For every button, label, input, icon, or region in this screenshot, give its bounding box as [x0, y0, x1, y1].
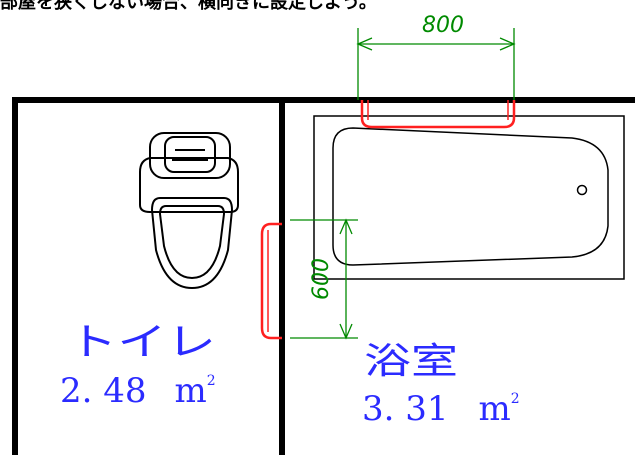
walls: [12, 97, 635, 455]
toilet-area-value: 2. 48: [60, 371, 147, 411]
toilet-lid-detail: [172, 149, 208, 161]
bath-area-exp: 2: [511, 391, 520, 407]
handrails: [260, 100, 516, 340]
bathtub-outer: [313, 115, 625, 280]
toilet-bowl: [158, 205, 226, 280]
horizontal-handrail: [360, 100, 516, 129]
toilet-fixture: [139, 132, 239, 290]
toilet-area-unit: m: [175, 371, 207, 411]
toilet-tank: [139, 157, 239, 213]
arrow-top: [339, 218, 353, 235]
arrow-bottom: [339, 323, 353, 340]
dimension-lines: [290, 28, 516, 340]
arrow-left: [356, 37, 373, 51]
bathtub: [313, 115, 625, 280]
bath-room-name: 浴室: [364, 341, 458, 382]
dim-label-horizontal: 800: [422, 13, 464, 38]
dim-label-vertical: 600: [309, 258, 334, 300]
bath-area-value: 3. 31: [362, 389, 449, 429]
bath-area-unit: m: [479, 389, 511, 429]
toilet-lid: [149, 132, 231, 179]
arrow-right: [499, 37, 516, 51]
toilet-lid-inner: [164, 136, 216, 173]
toilet-room-name: トイレ: [68, 320, 216, 364]
toilet-room-area: 2. 48 m2: [60, 371, 216, 411]
drain-icon: [576, 184, 588, 196]
toilet-area-exp: 2: [207, 373, 216, 389]
caption-text: 部屋を狭くしない場合、横向きに設定しよう。: [0, 0, 377, 13]
toilet-seat: [150, 197, 234, 290]
vertical-handrail: [260, 222, 282, 340]
bath-room-area: 3. 31 m2: [362, 389, 520, 429]
bathtub-inner: [332, 127, 609, 266]
